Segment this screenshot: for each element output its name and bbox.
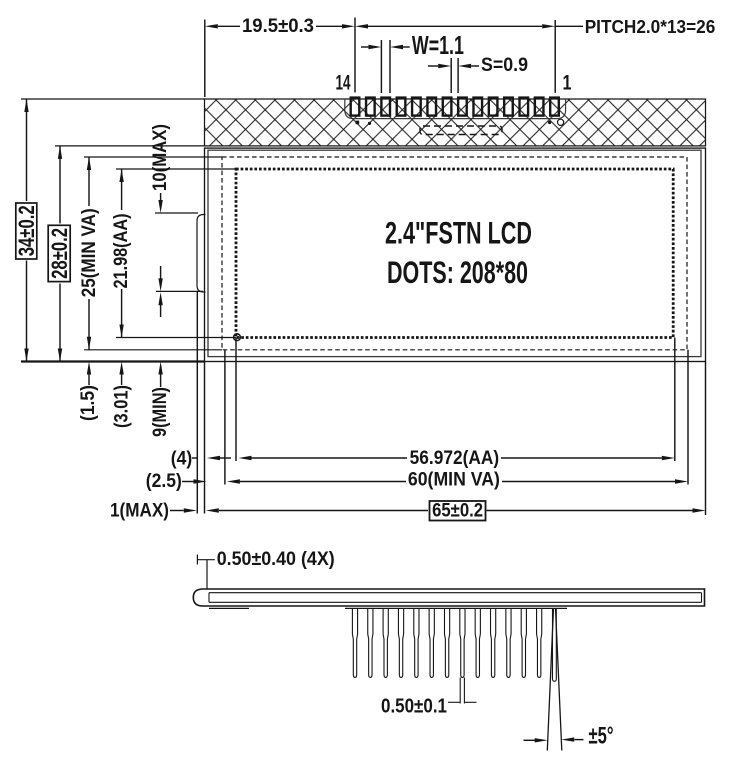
svg-text:65±0.2: 65±0.2 <box>432 500 483 522</box>
svg-text:0.50±0.1: 0.50±0.1 <box>381 696 447 718</box>
svg-text:0.50±0.40 (4X): 0.50±0.40 (4X) <box>217 548 335 570</box>
svg-text:(1.5): (1.5) <box>77 385 99 421</box>
svg-text:(2.5): (2.5) <box>146 470 182 492</box>
svg-text:±5°: ±5° <box>589 723 614 750</box>
svg-text:1: 1 <box>563 70 572 94</box>
svg-text:60(MIN VA): 60(MIN VA) <box>408 469 500 491</box>
svg-text:34±0.2: 34±0.2 <box>14 205 39 256</box>
svg-text:W=1.1: W=1.1 <box>412 30 464 60</box>
svg-text:(4): (4) <box>171 448 193 470</box>
svg-text:S=0.9: S=0.9 <box>481 54 528 76</box>
svg-text:14: 14 <box>336 70 351 94</box>
svg-text:21.98(AA): 21.98(AA) <box>110 214 132 289</box>
svg-text:1(MAX): 1(MAX) <box>110 500 169 522</box>
svg-text:9(MIN): 9(MIN) <box>149 387 171 437</box>
svg-text:28±0.2: 28±0.2 <box>47 228 72 279</box>
svg-text:PITCH2.0*13=26: PITCH2.0*13=26 <box>585 16 716 37</box>
svg-text:2.4"FSTN LCD: 2.4"FSTN LCD <box>385 215 532 251</box>
svg-text:25(MIN VA): 25(MIN VA) <box>78 208 100 297</box>
svg-text:56.972(AA): 56.972(AA) <box>410 447 500 469</box>
svg-text:19.5±0.3: 19.5±0.3 <box>242 16 314 37</box>
svg-text:(3.01): (3.01) <box>111 385 133 428</box>
svg-text:DOTS: 208*80: DOTS: 208*80 <box>387 254 528 290</box>
svg-text:10(MAX): 10(MAX) <box>149 124 171 191</box>
